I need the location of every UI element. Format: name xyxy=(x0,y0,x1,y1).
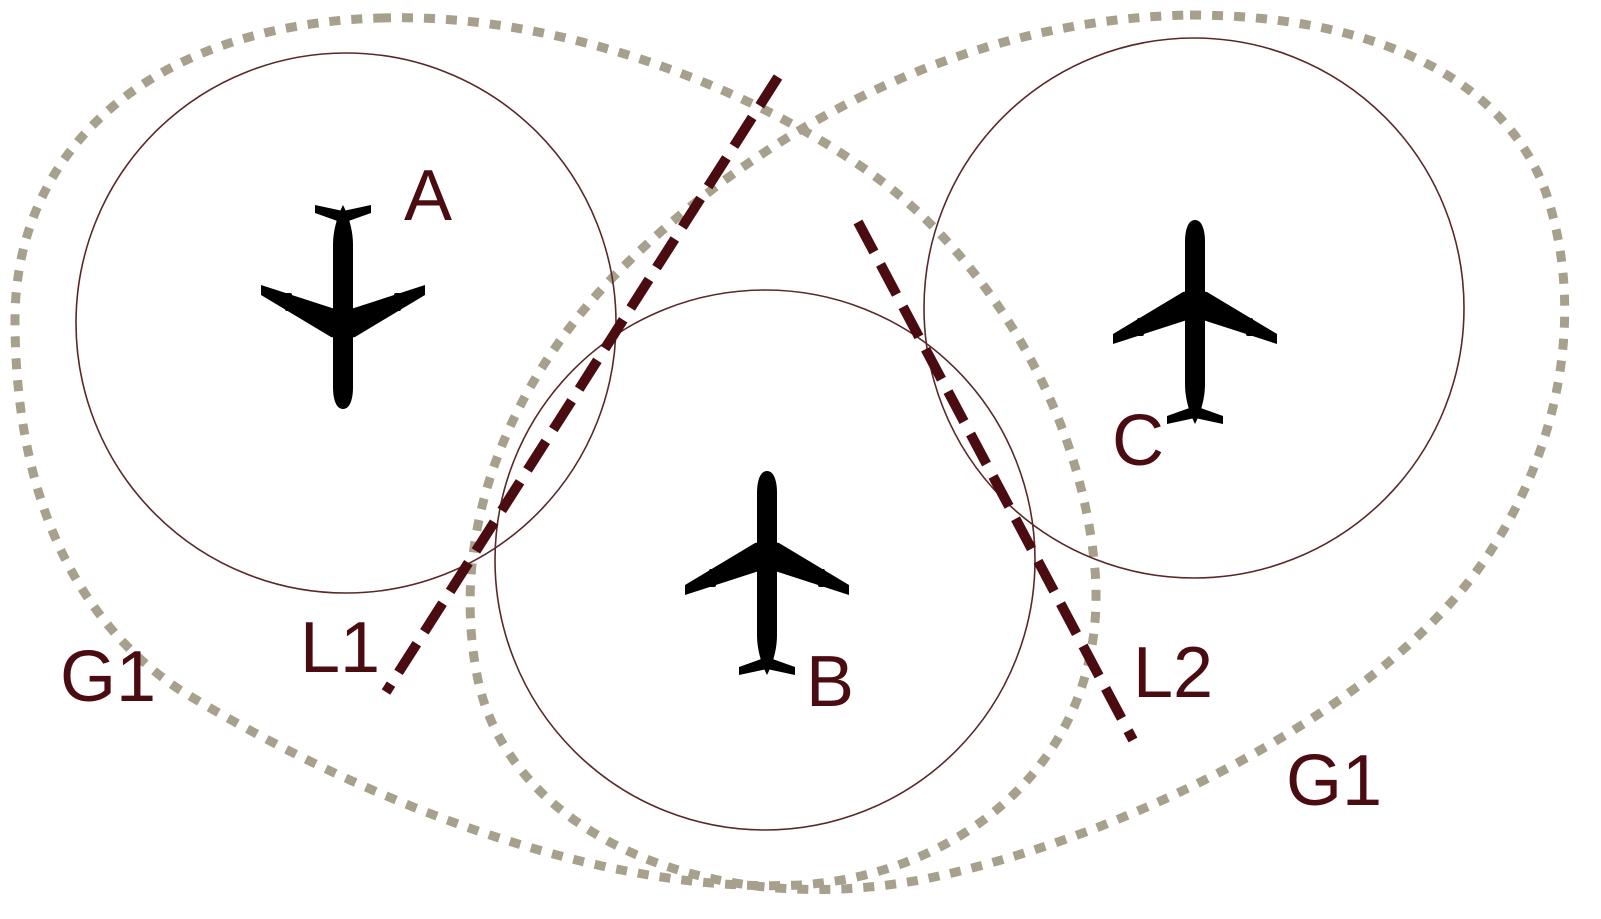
zone-label-a: A xyxy=(404,156,452,236)
line-label-l1: L1 xyxy=(300,608,380,688)
zone-label-c: C xyxy=(1112,401,1164,481)
separation-line-l1 xyxy=(381,74,783,695)
group-outline-g1-right xyxy=(465,10,1570,895)
zone-circle-c xyxy=(923,37,1465,579)
line-label-l2: L2 xyxy=(1133,633,1213,713)
group-label-g1-left: G1 xyxy=(60,637,156,717)
separation-line-l2 xyxy=(853,219,1138,743)
zone-label-b: B xyxy=(806,642,854,722)
airplane-icon xyxy=(1113,220,1277,424)
zone-circle-b xyxy=(494,289,1036,831)
airplane-icon xyxy=(261,205,425,409)
group-outline-g1-left xyxy=(10,13,1101,891)
group-label-g1-right: G1 xyxy=(1286,741,1382,821)
